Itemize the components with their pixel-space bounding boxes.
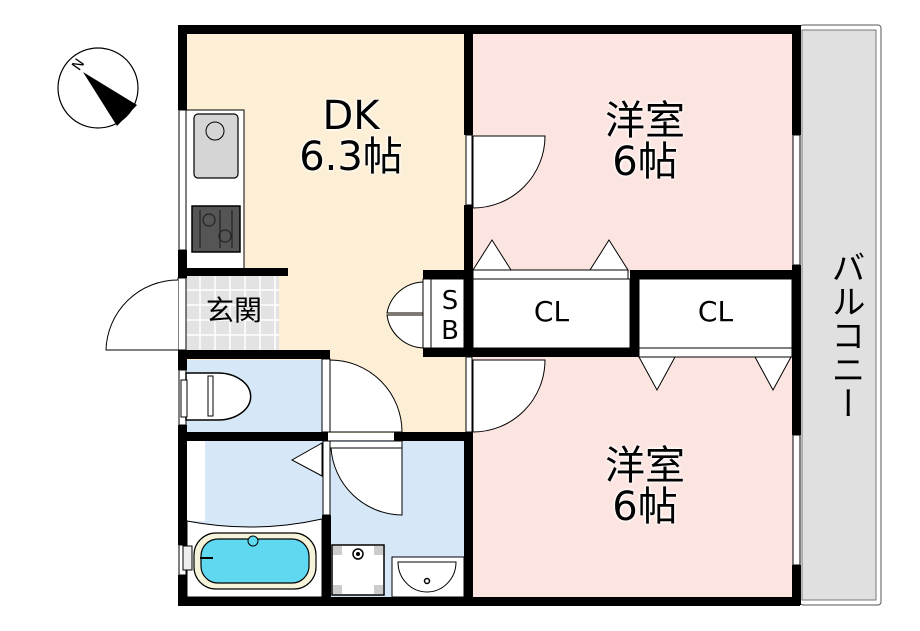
walls (178, 25, 801, 606)
kitchen-counter (185, 109, 245, 271)
entrance-door (105, 277, 187, 351)
bathtub-icon (182, 518, 323, 598)
closet-2 (638, 278, 793, 392)
washbasin-icon (391, 556, 465, 598)
closet-1-label: CL (533, 295, 570, 328)
bedroom-north-size: 6帖 (612, 138, 678, 185)
bedroom-south-door (465, 356, 546, 433)
bedroom-north-label: 洋室 6帖 (580, 101, 710, 183)
entrance-label: 玄関 (205, 294, 262, 327)
dk-name: DK (322, 93, 380, 139)
shoe-box (386, 278, 465, 349)
shoe-box-label: SB (435, 286, 465, 346)
bedroom-south-label: 洋室 6帖 (580, 446, 710, 528)
balcony (799, 24, 882, 606)
dk-size: 6.3帖 (299, 133, 403, 180)
compass-icon: N (57, 47, 139, 129)
entrance-tile (186, 275, 279, 350)
bath-wall-strip (187, 441, 205, 521)
bedroom-south-size: 6帖 (612, 483, 678, 530)
balcony-label: バルコニー (825, 250, 865, 420)
toilet-icon (180, 358, 331, 433)
bedroom-south-name: 洋室 (605, 443, 685, 489)
bedroom-north-name: 洋室 (605, 98, 685, 144)
closet-2-label: CL (697, 295, 734, 328)
bedroom-north-door (465, 134, 546, 209)
toilet-door (329, 359, 403, 433)
closet-1 (472, 239, 631, 349)
sink-icon (193, 113, 239, 179)
washing-machine-pan-icon (331, 544, 385, 596)
dk-label: DK 6.3帖 (286, 96, 416, 178)
bathroom-door (290, 440, 331, 516)
stove-icon (191, 205, 241, 253)
